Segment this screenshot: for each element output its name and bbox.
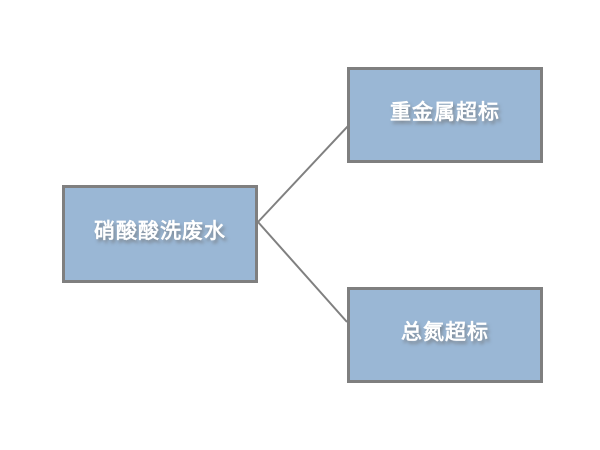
node-total-nitrogen-exceedance: 总氮超标 — [347, 287, 543, 383]
node-source-wastewater-label: 硝酸酸洗废水 — [94, 220, 226, 243]
node-total-nitrogen-exceedance-label: 总氮超标 — [401, 321, 489, 344]
connector-source-to-heavy-metal — [257, 125, 349, 223]
node-heavy-metal-exceedance-label: 重金属超标 — [390, 101, 500, 124]
node-source-wastewater: 硝酸酸洗废水 — [62, 185, 258, 283]
node-heavy-metal-exceedance: 重金属超标 — [347, 67, 543, 163]
connector-source-to-total-nitrogen — [257, 221, 348, 323]
